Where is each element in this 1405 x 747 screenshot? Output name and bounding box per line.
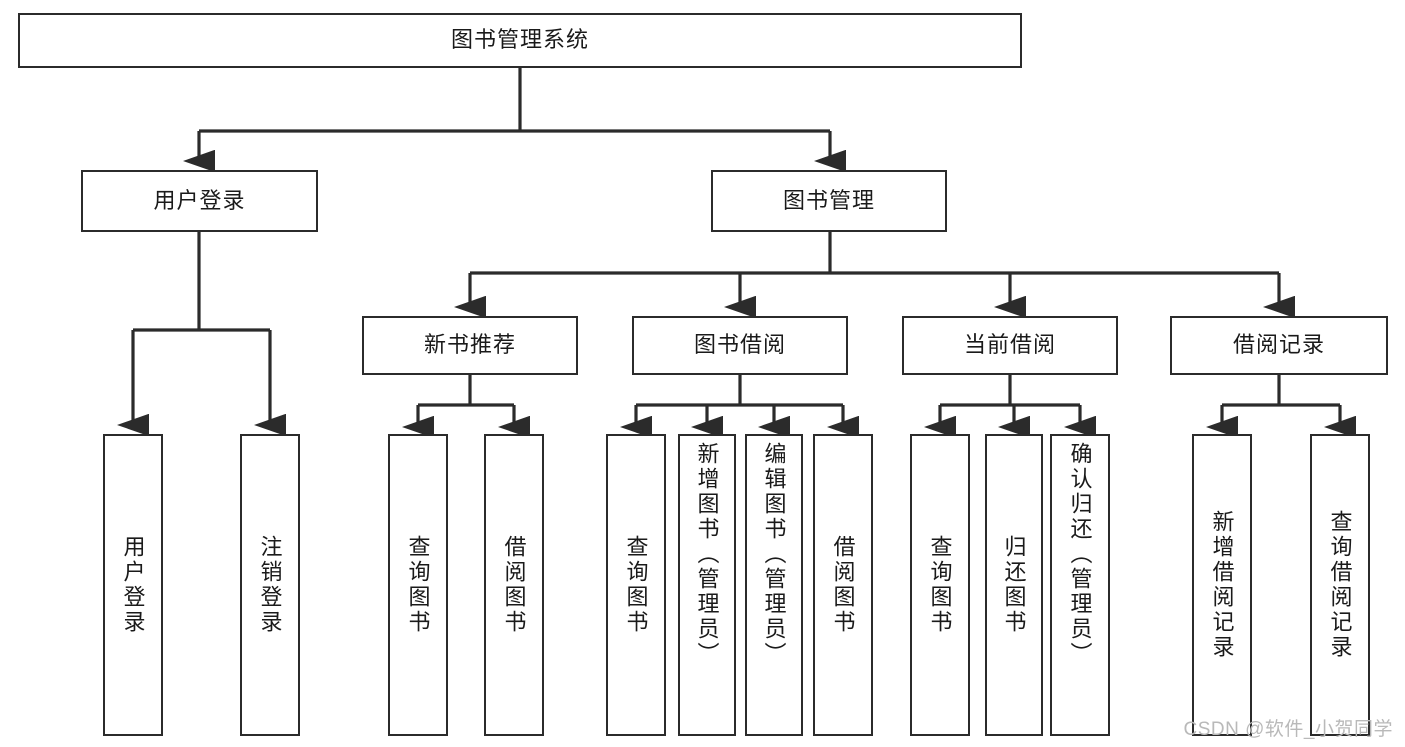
leaf-return-books[interactable]: 归还图书 bbox=[985, 434, 1043, 736]
node-label: 用户登录 bbox=[120, 535, 146, 635]
node-label: 归还图书 bbox=[1001, 535, 1027, 635]
node-label: 借阅记录 bbox=[1232, 332, 1325, 358]
node-label: 确认归还（管理员） bbox=[1067, 442, 1093, 667]
leaf-query-books-recommend[interactable]: 查询图书 bbox=[388, 434, 448, 736]
node-new-book-recommend[interactable]: 新书推荐 bbox=[362, 316, 578, 375]
node-label: 图书借阅 bbox=[693, 332, 786, 358]
node-label: 新增借阅记录 bbox=[1209, 510, 1235, 660]
leaf-borrow-books-recommend[interactable]: 借阅图书 bbox=[484, 434, 544, 736]
node-label: 用户登录 bbox=[153, 187, 246, 213]
node-current-borrow[interactable]: 当前借阅 bbox=[902, 316, 1118, 375]
node-label: 新增图书（管理员） bbox=[694, 442, 720, 667]
node-label: 查询借阅记录 bbox=[1327, 510, 1353, 660]
leaf-add-book-admin[interactable]: 新增图书（管理员） bbox=[678, 434, 736, 736]
node-label: 查询图书 bbox=[405, 535, 431, 635]
leaf-user-login[interactable]: 用户登录 bbox=[103, 434, 163, 736]
node-label: 图书管理 bbox=[782, 187, 875, 213]
leaf-query-borrow-record[interactable]: 查询借阅记录 bbox=[1310, 434, 1370, 736]
leaf-confirm-return-admin[interactable]: 确认归还（管理员） bbox=[1050, 434, 1110, 736]
leaf-add-borrow-record[interactable]: 新增借阅记录 bbox=[1192, 434, 1252, 736]
watermark: CSDN @软件_小贺同学 bbox=[1183, 719, 1393, 740]
node-label: 借阅图书 bbox=[501, 535, 527, 635]
node-user-login[interactable]: 用户登录 bbox=[81, 170, 318, 232]
leaf-query-books-borrow[interactable]: 查询图书 bbox=[606, 434, 666, 736]
node-label: 编辑图书（管理员） bbox=[761, 442, 787, 667]
node-book-borrow[interactable]: 图书借阅 bbox=[632, 316, 848, 375]
node-root[interactable]: 图书管理系统 bbox=[18, 13, 1022, 68]
leaf-borrow-books-borrow[interactable]: 借阅图书 bbox=[813, 434, 873, 736]
node-label: 借阅图书 bbox=[830, 535, 856, 635]
node-label: 新书推荐 bbox=[423, 332, 516, 358]
leaf-query-books-current[interactable]: 查询图书 bbox=[910, 434, 970, 736]
node-label: 图书管理系统 bbox=[450, 27, 589, 53]
node-borrow-record[interactable]: 借阅记录 bbox=[1170, 316, 1388, 375]
leaf-edit-book-admin[interactable]: 编辑图书（管理员） bbox=[745, 434, 803, 736]
leaf-user-logout[interactable]: 注销登录 bbox=[240, 434, 300, 736]
node-label: 查询图书 bbox=[927, 535, 953, 635]
node-label: 注销登录 bbox=[257, 535, 283, 635]
node-label: 当前借阅 bbox=[963, 332, 1056, 358]
node-book-management[interactable]: 图书管理 bbox=[711, 170, 947, 232]
node-label: 查询图书 bbox=[623, 535, 649, 635]
